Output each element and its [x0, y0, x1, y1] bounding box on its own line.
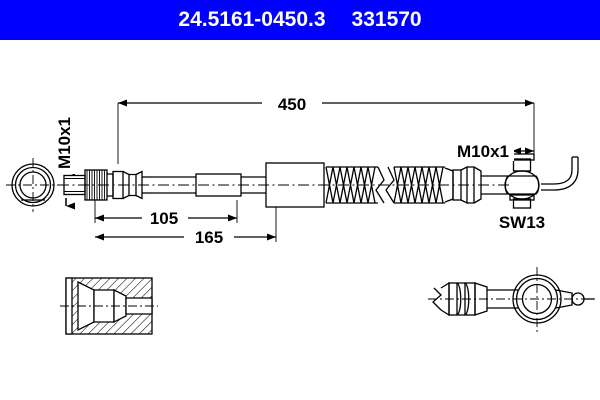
right-thread-label: M10x1 — [457, 142, 509, 161]
section-detail-left — [60, 277, 158, 335]
main-assembly-view — [58, 153, 579, 209]
dimension-450-label: 450 — [278, 95, 306, 114]
banjo-detail-right — [428, 267, 596, 333]
header-bar: 24.5161-0450.3 331570 — [0, 0, 600, 40]
wrench-size-label: SW13 — [499, 213, 545, 232]
left-end-view — [6, 158, 60, 212]
drawing-text-labels: 450 105 165 M10x1 M10x1 SW13 — [55, 92, 545, 247]
reference-number-label: 331570 — [351, 8, 422, 31]
dimension-450 — [117, 99, 535, 164]
technical-drawing-canvas: 450 105 165 M10x1 M10x1 SW13 — [0, 40, 600, 400]
part-number-label: 24.5161-0450.3 — [178, 8, 326, 31]
dimension-165 — [95, 207, 277, 242]
drawing-svg: 450 105 165 M10x1 M10x1 SW13 — [6, 92, 596, 335]
dimension-105 — [94, 200, 238, 223]
dimension-105-label: 105 — [150, 209, 178, 228]
dimension-165-label: 165 — [195, 228, 223, 247]
left-thread-label: M10x1 — [55, 117, 74, 169]
